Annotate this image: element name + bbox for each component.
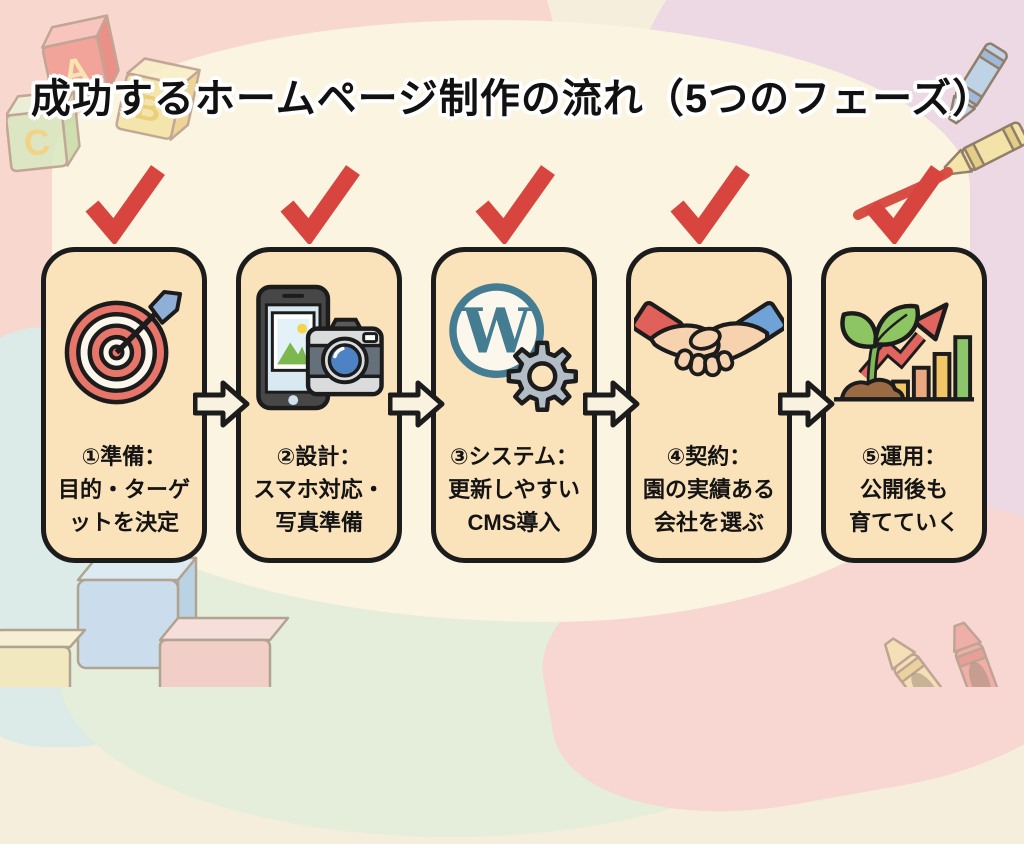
phase-card-preparation: ①準備： 目的・ターゲ ットを決定 [41, 247, 207, 563]
right-block-arrow-icon [388, 380, 445, 428]
red-check-icon [670, 165, 750, 244]
phase-card-system: W ③システム： 更新しやすい CMS導入 [431, 247, 597, 563]
red-check-icon [280, 165, 360, 244]
phase-card-design: ②設計： スマホ対応・ 写真準備 [236, 247, 402, 563]
handshake-icon [634, 266, 784, 434]
wordpress-gear-icon: W [447, 266, 581, 434]
phase-label: ①準備： 目的・ターゲ ットを決定 [57, 443, 190, 535]
red-check-icon [865, 165, 945, 244]
toy-blocks-icon [0, 556, 290, 687]
smartphone-camera-icon [250, 266, 388, 434]
phase-label: ⑤運用： 公開後も 育てていく [848, 443, 959, 535]
right-block-arrow-icon [583, 380, 640, 428]
red-check-icon [475, 165, 555, 244]
target-dartboard-icon [57, 266, 191, 434]
phase-label: ③システム： 更新しやすい CMS導入 [448, 443, 580, 535]
phase-label: ②設計： スマホ対応・ 写真準備 [253, 443, 385, 535]
right-block-arrow-icon [193, 380, 250, 428]
phase-card-operation: ⑤運用： 公開後も 育てていく [821, 247, 987, 563]
red-check-icon [85, 165, 165, 244]
sprout-growth-chart-icon [830, 266, 978, 434]
phase-card-contract: ④契約： 園の実績ある 会社を選ぶ [626, 247, 792, 563]
block-letter-c: C [22, 120, 52, 163]
abc-toy-blocks-icon: A B C [6, 14, 201, 173]
right-block-arrow-icon [778, 380, 835, 428]
gear-icon [506, 340, 578, 412]
crayons-icon [853, 42, 1024, 220]
page-title: 成功するホームページ制作の流れ（5つのフェーズ） [30, 77, 994, 121]
crayons-icon [883, 621, 1005, 687]
phase-label: ④契約： 園の実績ある 会社を選ぶ [642, 443, 775, 535]
